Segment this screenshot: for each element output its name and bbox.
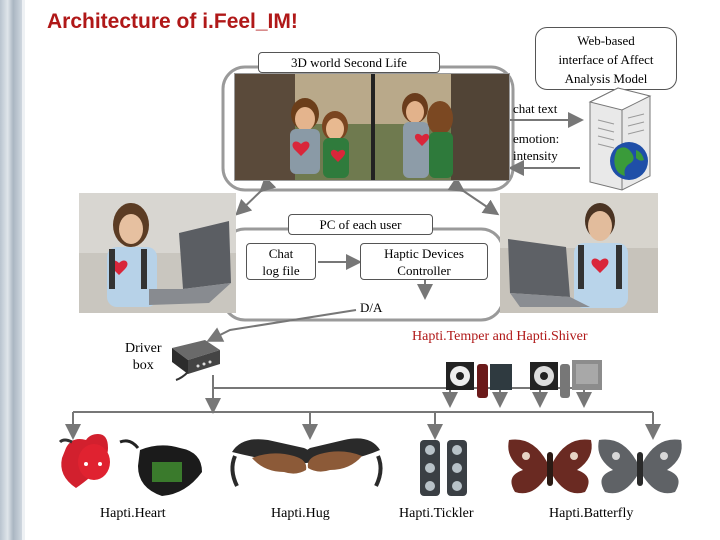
chat-log-line-2: log file bbox=[262, 263, 300, 278]
second-life-box: 3D world Second Life bbox=[258, 52, 440, 73]
right-user-photo bbox=[500, 193, 658, 313]
chat-log-box: Chat log file bbox=[246, 243, 316, 280]
haptic-controller-line-1: Haptic Devices bbox=[384, 246, 464, 261]
chat-text-label: chat text bbox=[513, 101, 558, 116]
hapti-tickler-label: Hapti.Tickler bbox=[399, 506, 474, 521]
side-stripe-highlight bbox=[22, 0, 25, 540]
pc-label: PC of each user bbox=[319, 217, 402, 232]
second-life-scene-image bbox=[234, 73, 510, 181]
second-life-label: 3D world Second Life bbox=[291, 55, 407, 70]
driver-box-line-2: box bbox=[132, 358, 154, 373]
haptic-controller-line-2: Controller bbox=[397, 263, 451, 278]
hapti-butterfly-label: Hapti.Batterfly bbox=[549, 506, 634, 521]
chat-log-line-1: Chat bbox=[268, 246, 294, 261]
temper-shiver-label: Hapti.Temper and Hapti.Shiver bbox=[412, 329, 588, 344]
pc-box: PC of each user bbox=[288, 214, 433, 235]
web-interface-box: Web-based interface of Affect Analysis M… bbox=[535, 27, 677, 90]
hapti-heart-label: Hapti.Heart bbox=[100, 506, 166, 521]
page-title: Architecture of i.Feel_IM! bbox=[47, 10, 298, 33]
side-stripe-decoration bbox=[0, 0, 22, 540]
web-interface-line-3: Analysis Model bbox=[564, 71, 648, 86]
left-user-photo bbox=[79, 193, 236, 313]
temper-box-icon bbox=[490, 364, 512, 390]
web-interface-line-1: Web-based bbox=[577, 33, 635, 48]
driver-box-line-1: Driver bbox=[125, 341, 162, 356]
haptic-controller-box: Haptic Devices Controller bbox=[360, 243, 488, 280]
emotion-intensity-label: emotion: intensity bbox=[513, 130, 559, 164]
emotion-line-1: emotion: bbox=[513, 131, 560, 146]
da-label: D/A bbox=[360, 300, 383, 315]
hapti-hug-label: Hapti.Hug bbox=[271, 506, 330, 521]
web-interface-line-2: interface of Affect bbox=[558, 52, 654, 67]
emotion-line-2: intensity bbox=[513, 148, 558, 163]
driver-box-label: Driver box bbox=[125, 340, 162, 374]
